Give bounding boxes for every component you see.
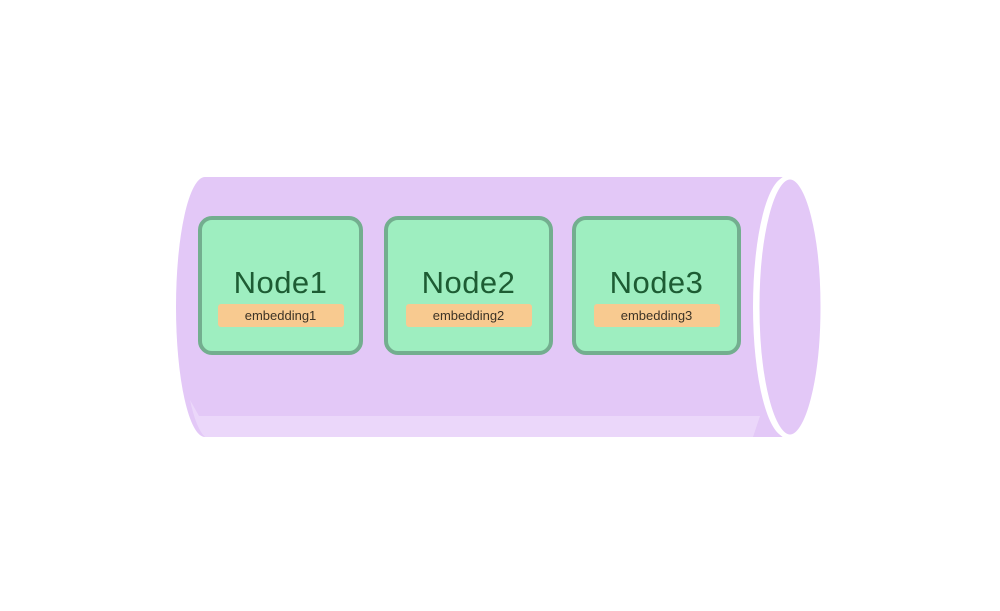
- node-label: Node2: [421, 264, 516, 300]
- embedding-badge: embedding1: [217, 304, 344, 328]
- node-card-3: Node3 embedding3: [572, 216, 741, 355]
- node-label: Node3: [609, 264, 704, 300]
- embedding-badge: embedding3: [593, 304, 720, 328]
- node-card-2: Node2 embedding2: [384, 216, 553, 355]
- cylinder-bottom-highlight: [190, 400, 760, 437]
- cylinder-end-cap: [754, 174, 826, 440]
- node-card-1: Node1 embedding1: [198, 216, 363, 355]
- embedding-badge: embedding2: [405, 304, 532, 328]
- node-label: Node1: [233, 264, 328, 300]
